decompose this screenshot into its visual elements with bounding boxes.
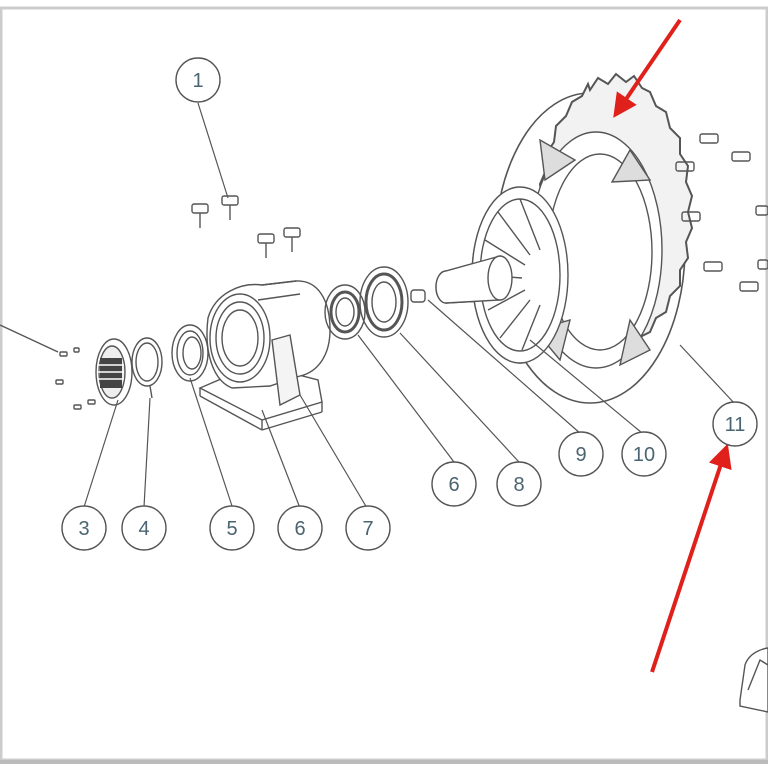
- callout-c4: 4: [121, 505, 167, 551]
- callout-c5: 5: [209, 505, 255, 551]
- part-bearing: [359, 266, 409, 338]
- callout-c7: 7: [345, 505, 391, 551]
- callout-c10: 10: [621, 431, 667, 477]
- callout-circle: [621, 431, 667, 477]
- callout-circle: [175, 57, 221, 103]
- callout-circle: [277, 505, 323, 551]
- callout-label: 4: [138, 518, 149, 540]
- callout-circle: [558, 431, 604, 477]
- leader-left-edge: [0, 324, 59, 353]
- callout-c6b: 6: [431, 461, 477, 507]
- part-bearing-housing: [198, 280, 331, 431]
- part-circlip: [131, 337, 163, 399]
- part-seal: [324, 284, 366, 340]
- callout-c9: 9: [558, 431, 604, 477]
- callout-c8: 8: [496, 461, 542, 507]
- part-lock-ring: [171, 324, 209, 382]
- part-nut: [410, 289, 426, 303]
- part-sprocket-wheel: [435, 72, 694, 404]
- part-end-cover: [95, 338, 133, 406]
- callout-circle: [431, 461, 477, 507]
- callout-c1: 1: [175, 57, 221, 103]
- callout-label: 7: [362, 518, 373, 540]
- bolts-right: [675, 133, 768, 292]
- callout-c11: 11: [712, 401, 758, 447]
- callout-circle: [345, 505, 391, 551]
- callout-circle: [61, 505, 107, 551]
- callout-c3: 3: [61, 505, 107, 551]
- callout-label: 9: [575, 444, 586, 466]
- part-housing-partial: [739, 647, 768, 713]
- red-arrow-bottom: [650, 443, 732, 673]
- callout-circle: [209, 505, 255, 551]
- callout-label: 6: [294, 518, 305, 540]
- callout-label: 11: [725, 414, 746, 436]
- callout-label: 1: [192, 70, 203, 92]
- small-screws-left: [55, 347, 96, 410]
- bolts-top: [191, 195, 301, 258]
- callout-circle: [121, 505, 167, 551]
- red-arrow-top: [613, 18, 682, 118]
- callout-label: 3: [78, 518, 89, 540]
- leader-lines: [83, 102, 736, 509]
- callout-circle: [496, 461, 542, 507]
- callout-label: 6: [448, 474, 459, 496]
- callout-circle: [712, 401, 758, 447]
- callout-c6a: 6: [277, 505, 323, 551]
- callout-label: 10: [633, 444, 655, 466]
- callout-label: 5: [226, 518, 237, 540]
- callout-label: 8: [513, 474, 524, 496]
